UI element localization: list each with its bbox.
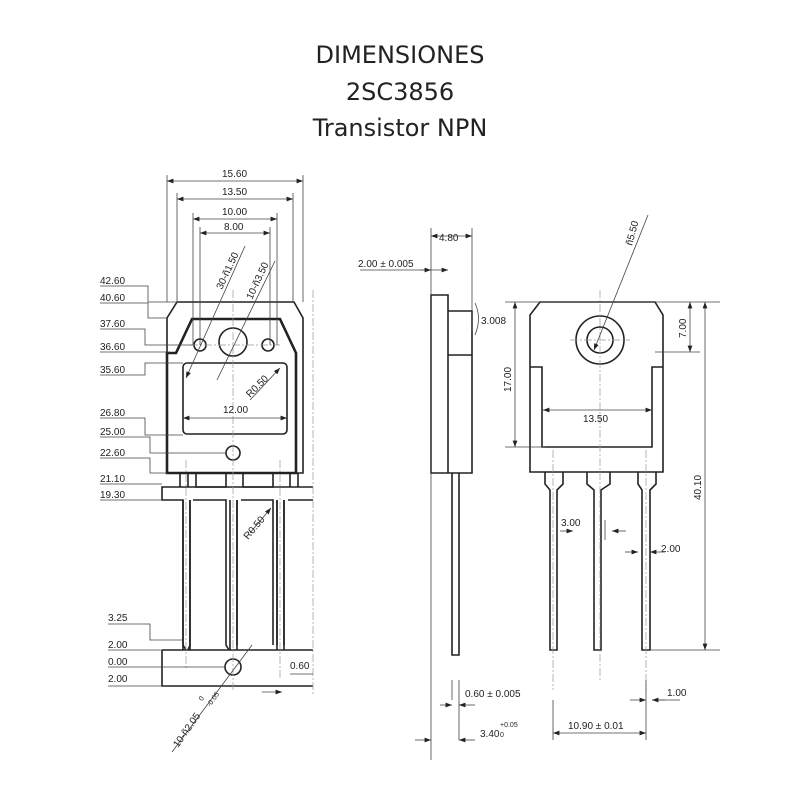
side-view: 4.80 2.00 ± 0.005 3.008 0.60 ± 0.005 3.4…	[358, 228, 521, 760]
dim-15-60: 15.60	[222, 169, 247, 180]
dim-label: 36.60	[100, 342, 125, 353]
dim-label: 42.60	[100, 276, 125, 287]
dim-base-tol-upper: +0.05	[500, 722, 518, 729]
dim-thickness: 4.80	[439, 233, 459, 244]
dim-label: 35.60	[100, 365, 125, 376]
dim-lead-thickness: 0.60 ± 0.005	[465, 689, 521, 700]
back-view: ñ5.50 17.00 7.00 40.10 13.50 3.00 2.00 1…	[503, 214, 720, 740]
dim-13-50-front: 13.50	[583, 414, 608, 425]
dim-tab: 2.00 ± 0.005	[358, 259, 414, 270]
dim-40-10: 40.10	[693, 475, 704, 500]
svg-text:10-ñ2.05: 10-ñ2.05	[171, 711, 203, 750]
dim-17-00: 17.00	[503, 367, 514, 392]
dim-label: 22.60	[100, 448, 125, 459]
dim-lead-gap: 0.60	[290, 661, 310, 672]
dim-lead-width: 2.00	[661, 544, 681, 555]
dim-label: 2.00	[108, 674, 128, 685]
dim-radius-lead: R0.50	[242, 514, 268, 542]
dim-lead-span: 10.90 ± 0.01	[568, 721, 624, 732]
front-outline-view	[100, 175, 314, 753]
dim-label: 19.30	[100, 490, 125, 501]
title-part-number: 2SC3856	[345, 78, 455, 106]
dim-13-50: 13.50	[222, 187, 247, 198]
dim-radius-window: R0.50	[244, 373, 271, 400]
svg-text:0: 0	[198, 695, 206, 702]
dim-label: 25.00	[100, 427, 125, 438]
dim-label: 26.80	[100, 408, 125, 419]
dim-label: 40.60	[100, 293, 125, 304]
dim-7-00: 7.00	[678, 318, 689, 338]
dim-hole-diameter: ñ5.50	[624, 219, 641, 246]
title-line-1: DIMENSIONES	[315, 41, 485, 69]
dim-angle: 3.008	[481, 316, 506, 327]
svg-text:-0.05: -0.05	[206, 691, 221, 708]
title-line-3: Transistor NPN	[312, 114, 488, 142]
dim-10-00: 10.00	[222, 207, 247, 218]
dim-label: 0.00	[108, 657, 128, 668]
dim-pitch: 3.00	[561, 518, 581, 529]
dim-8-00: 8.00	[224, 222, 244, 233]
dim-label: 37.60	[100, 319, 125, 330]
dim-label: 3.25	[108, 613, 128, 624]
dim-label: 21.10	[100, 474, 125, 485]
dim-base: 3.40	[480, 729, 500, 740]
dim-bottom-hole: 10-ñ2.05 0 -0.05	[171, 691, 221, 750]
dim-label: 2.00	[108, 640, 128, 651]
dim-small-hole: 30-ñ1.50	[215, 250, 242, 291]
dim-lead-tip: 1.00	[667, 688, 687, 699]
front-view-labels: 15.60 13.50 10.00 8.00 12.00 30-ñ1.50 10…	[100, 169, 310, 750]
dim-12-00: 12.00	[223, 405, 248, 416]
dim-base-tol-lower: 0	[500, 732, 504, 739]
